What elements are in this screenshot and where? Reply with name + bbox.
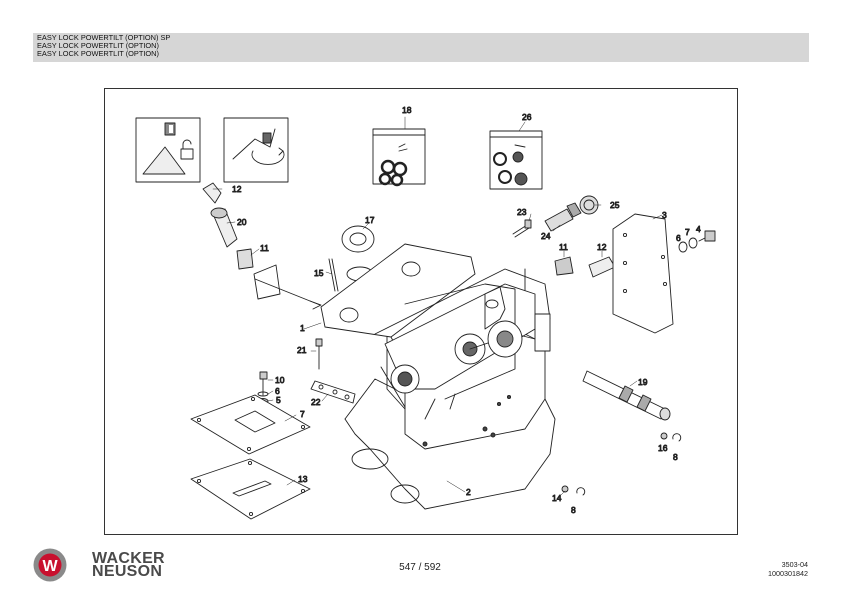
exploded-parts-diagram: 18 26 12 20 11 17 15 1 21 22 10 6 5 7 13… <box>104 88 738 535</box>
callout-8-right: 8 <box>673 452 678 462</box>
fitting-24 <box>544 202 582 232</box>
callout-26: 26 <box>522 112 532 122</box>
callout-5-right: 6 <box>676 233 681 243</box>
callout-16: 16 <box>658 443 668 453</box>
seal-kit-bag-26 <box>489 130 543 190</box>
document-reference: 3503-04 1000301842 <box>768 560 808 578</box>
callout-12-left: 12 <box>232 184 242 194</box>
callout-7: 7 <box>300 409 305 419</box>
instruction-icon-lock <box>135 117 201 183</box>
grease-nipple-14-8 <box>561 485 586 496</box>
brand-wordmark-line-2: NEUSON <box>92 563 163 580</box>
ref-number: 1000301842 <box>768 569 808 578</box>
callout-14: 14 <box>552 493 562 503</box>
header-title-line-3: EASY LOCK POWERTLIT (OPTION) <box>37 49 159 58</box>
cover-plate-3 <box>612 213 674 334</box>
fitting-group-left <box>202 182 322 310</box>
callout-13: 13 <box>298 474 308 484</box>
callout-1: 1 <box>300 323 305 333</box>
callout-24: 24 <box>541 231 551 241</box>
callout-19: 19 <box>638 377 648 387</box>
callout-5-left: 5 <box>276 395 281 405</box>
bolt-21 <box>315 338 323 370</box>
callout-17: 17 <box>365 215 375 225</box>
callout-21: 21 <box>297 345 307 355</box>
callout-20: 20 <box>237 217 247 227</box>
callout-6-right: 7 <box>685 227 690 237</box>
callout-11-left: 11 <box>260 243 269 253</box>
callout-2: 2 <box>466 487 471 497</box>
callout-18: 18 <box>402 105 412 115</box>
callout-23: 23 <box>517 207 527 217</box>
callout-12-right: 12 <box>597 242 607 252</box>
callout-22: 22 <box>311 397 321 407</box>
instruction-icon-wrench <box>223 117 289 183</box>
pivot-shaft-19 <box>582 370 671 421</box>
ref-code: 3503-04 <box>781 560 808 569</box>
cap-25 <box>579 195 599 215</box>
shim-plate-13 <box>190 458 311 520</box>
callout-3: 3 <box>662 210 667 220</box>
link-plate-22 <box>310 380 356 404</box>
callout-15: 15 <box>314 268 324 278</box>
grease-nipple-16-8 <box>660 432 682 442</box>
brand-wordmark-line-1: WACKER <box>92 550 165 567</box>
callout-4: 4 <box>696 224 701 234</box>
callout-10: 10 <box>275 375 285 385</box>
header-title-line-2: EASY LOCK POWERTLIT (OPTION) <box>37 41 159 50</box>
fitting-group-right <box>554 256 616 278</box>
leader-lines <box>212 116 663 496</box>
logo-letter: W <box>42 558 58 575</box>
bolt-washers-4-5-6 <box>678 230 716 253</box>
callout-11-right: 11 <box>559 242 568 252</box>
header-title-line-1: EASY LOCK POWERTILT (OPTION) SP <box>37 33 171 42</box>
page-number: 547 / 592 <box>399 562 441 573</box>
document-header: EASY LOCK POWERTILT (OPTION) SP EASY LOC… <box>33 33 809 62</box>
parts-drawing: 18 26 12 20 11 17 15 1 21 22 10 6 5 7 13… <box>135 105 716 520</box>
bolt-23 <box>512 219 532 238</box>
callout-25: 25 <box>610 200 620 210</box>
wacker-neuson-logo-icon: W <box>33 548 67 582</box>
callout-8-bottom: 8 <box>571 505 576 515</box>
seal-kit-bag-18 <box>372 128 426 187</box>
shim-plate-7 <box>190 394 311 455</box>
quick-coupler-body <box>320 243 556 510</box>
callout-6-left: 6 <box>275 386 280 396</box>
